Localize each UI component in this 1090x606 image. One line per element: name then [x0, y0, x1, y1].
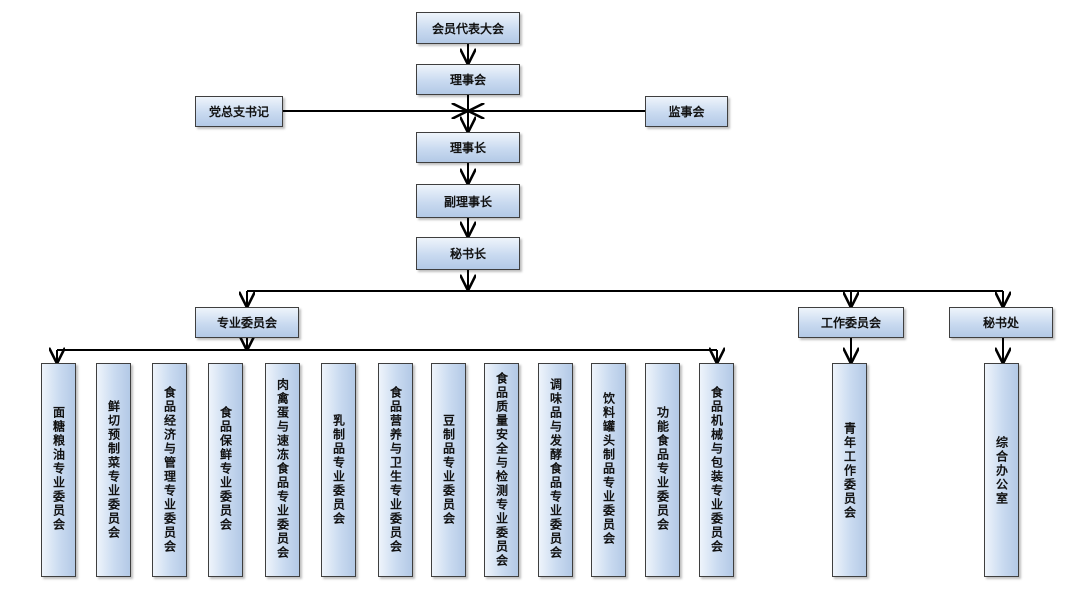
committee-0: 面糖粮油专业委员会	[41, 363, 76, 577]
committee-label: 食品质量安全与检测专业委员会	[494, 372, 509, 568]
committee-2: 食品经济与管理专业委员会	[152, 363, 187, 577]
committee-label: 肉禽蛋与速冻食品专业委员会	[275, 378, 290, 560]
node-work-committee: 工作委员会	[798, 307, 904, 338]
committee-label: 鲜切预制菜专业委员会	[106, 400, 121, 540]
committee-10: 饮料罐头制品专业委员会	[591, 363, 626, 577]
committee-9: 调味品与发酵食品专业委员会	[538, 363, 573, 577]
secretariat-office-0: 综合办公室	[984, 363, 1019, 577]
committee-7: 豆制品专业委员会	[431, 363, 466, 577]
node-party-branch-secretary: 党总支书记	[195, 96, 283, 127]
committee-label: 豆制品专业委员会	[441, 414, 456, 526]
node-chairman: 理事长	[416, 132, 520, 163]
committee-4: 肉禽蛋与速冻食品专业委员会	[265, 363, 300, 577]
node-secretary-general: 秘书长	[416, 237, 520, 270]
committee-3: 食品保鲜专业委员会	[208, 363, 243, 577]
committee-label: 乳制品专业委员会	[331, 414, 346, 526]
committee-label: 饮料罐头制品专业委员会	[601, 392, 616, 546]
committee-label: 面糖粮油专业委员会	[51, 406, 66, 532]
work-committee-label: 青年工作委员会	[842, 422, 857, 520]
node-vice-chairman: 副理事长	[416, 184, 520, 218]
node-supervisory-board: 监事会	[645, 96, 728, 127]
committee-label: 食品经济与管理专业委员会	[162, 386, 177, 554]
committee-label: 调味品与发酵食品专业委员会	[548, 378, 563, 560]
committee-label: 食品营养与卫生专业委员会	[388, 386, 403, 554]
committee-label: 食品机械与包装专业委员会	[709, 386, 724, 554]
node-council: 理事会	[416, 64, 520, 95]
node-professional-committees: 专业委员会	[195, 307, 299, 338]
node-secretariat: 秘书处	[949, 307, 1053, 338]
committee-6: 食品营养与卫生专业委员会	[378, 363, 413, 577]
committee-label: 食品保鲜专业委员会	[218, 406, 233, 532]
node-member-assembly: 会员代表大会	[416, 12, 520, 44]
secretariat-office-label: 综合办公室	[994, 436, 1009, 506]
committee-11: 功能食品专业委员会	[645, 363, 680, 577]
committee-12: 食品机械与包装专业委员会	[699, 363, 734, 577]
committee-1: 鲜切预制菜专业委员会	[96, 363, 131, 577]
work-committee-0: 青年工作委员会	[832, 363, 867, 577]
committee-8: 食品质量安全与检测专业委员会	[484, 363, 519, 577]
committee-label: 功能食品专业委员会	[655, 406, 670, 532]
committee-5: 乳制品专业委员会	[321, 363, 356, 577]
